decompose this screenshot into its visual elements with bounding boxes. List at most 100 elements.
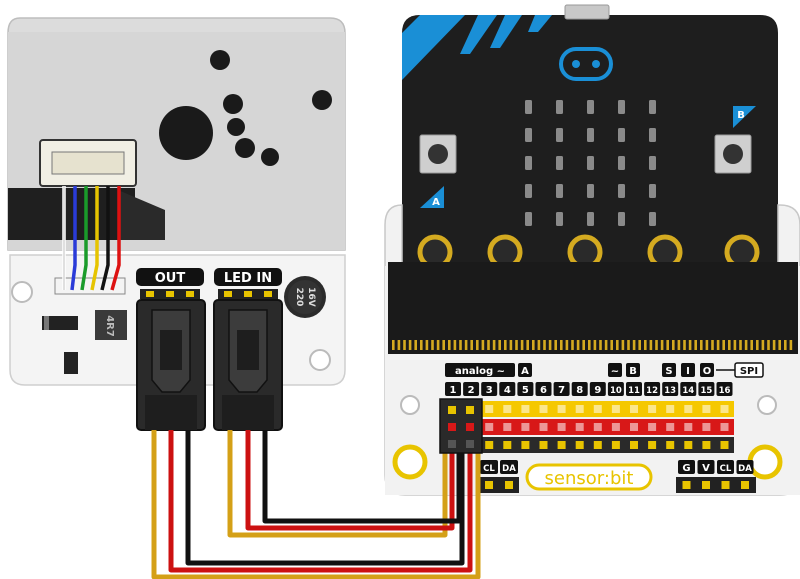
microbit-blue-stripe (490, 15, 522, 48)
led-cell (556, 212, 563, 226)
cable-header-pin (448, 423, 456, 431)
header-pin (702, 405, 711, 413)
header-pin (684, 405, 693, 413)
cable-header-pin (466, 440, 474, 448)
pin-number: 16 (719, 386, 731, 396)
pin-number-tag (626, 382, 642, 396)
cable-header-pin (448, 440, 456, 448)
slot-pin (565, 340, 569, 350)
slot-pin (616, 340, 619, 350)
microbit-button-a-cap[interactable] (428, 144, 448, 164)
cable-header-pin (448, 406, 456, 414)
sensorbit-edge-slot (388, 262, 798, 354)
sensor-capacitor-voltage: 16V (306, 287, 316, 307)
slot-pin (515, 340, 518, 350)
slot-pin (504, 340, 507, 350)
group-spi-letter: O (703, 366, 712, 377)
header-pin (503, 405, 512, 413)
slot-pin (537, 340, 541, 350)
microbit-logo-dot (592, 60, 600, 68)
microbit-button-b-cap[interactable] (723, 144, 743, 164)
header-pin (539, 405, 548, 413)
cable-led-in-wire (245, 430, 455, 531)
pin-number-tag (716, 382, 733, 396)
i2c-right-tag (736, 460, 754, 474)
led-cell (649, 128, 656, 142)
cable-out-wire (168, 430, 473, 573)
sensor-pin-footprint (54, 277, 126, 295)
slot-pin (756, 340, 759, 350)
header-pin (720, 441, 729, 449)
ribbon-wire-yellow (90, 186, 99, 291)
i2c-left-pin (505, 481, 513, 489)
sensor-ic-label: 4R7 (104, 315, 115, 337)
led-cell (618, 184, 625, 198)
cable-out-wire (151, 430, 481, 579)
header-pin (666, 405, 675, 413)
slot-pin (476, 340, 479, 350)
slot-pin (784, 340, 787, 350)
sensor-hole (227, 118, 245, 136)
header-pin (485, 441, 494, 449)
i2c-right-label: DA (738, 464, 752, 474)
pin-number: 8 (576, 385, 583, 396)
microbit-logo-dot (572, 60, 580, 68)
sensor-transistor (64, 352, 78, 374)
header-pin (539, 423, 548, 431)
led-cell (525, 212, 532, 226)
sensor-mount-hole (11, 281, 33, 303)
header-pin (557, 405, 566, 413)
connector-out-plug (145, 395, 197, 430)
led-cell (556, 156, 563, 170)
cable-led-in-wire (262, 430, 462, 524)
group-pwm-sym: ~ (611, 366, 619, 377)
led-cell (587, 184, 594, 198)
group-pwm-letter-tag (626, 363, 640, 377)
slot-pin (414, 340, 417, 350)
pin-number-tag (517, 382, 534, 396)
group-analog-tag (445, 363, 515, 377)
slot-pin (459, 340, 462, 350)
i2c-right-pins (682, 481, 749, 489)
sensor-hole (235, 138, 255, 158)
microbit-blue-accent (402, 15, 465, 80)
slot-pin (470, 340, 473, 350)
led-cell (649, 184, 656, 198)
connector-out: OUT (136, 268, 206, 431)
group-spi-letter: I (686, 366, 690, 377)
slot-pin (649, 340, 653, 350)
led-cell (525, 156, 532, 170)
connector-led-in: LED IN (213, 268, 283, 431)
slot-pin (655, 340, 658, 350)
sensor-diode-band (44, 316, 49, 330)
header-pin (720, 405, 729, 413)
slot-pin (660, 340, 664, 350)
pin-number: 4 (504, 385, 511, 396)
connector-led-in-pin (244, 291, 252, 297)
sensor-ribbon-wires (62, 186, 121, 291)
pin-header-rows (442, 401, 734, 453)
sensorbit-slot-pins (392, 340, 793, 350)
slot-pin (582, 340, 585, 350)
header-pin (503, 423, 512, 431)
sensorbit-gold-pad (392, 444, 428, 480)
led-cell (525, 128, 532, 142)
header-pin (684, 441, 693, 449)
pin-number-tag (644, 382, 661, 396)
microbit-b-label: B (737, 110, 745, 121)
slot-pin (436, 340, 440, 350)
slot-pin (722, 340, 725, 350)
header-pin (521, 423, 530, 431)
header-pin (485, 405, 494, 413)
header-pin (666, 441, 675, 449)
i2c-left-label: DA (502, 464, 516, 474)
led-cell (556, 184, 563, 198)
connector-out-clip (160, 330, 182, 370)
pin-number-tag (553, 382, 570, 396)
header-pin (575, 441, 584, 449)
pin-number: 5 (522, 385, 529, 396)
group-spi-letter-tag (681, 363, 695, 377)
microbit-blue-stripe (528, 15, 552, 32)
pin-number-tag (662, 382, 679, 396)
slot-pin (683, 340, 686, 350)
